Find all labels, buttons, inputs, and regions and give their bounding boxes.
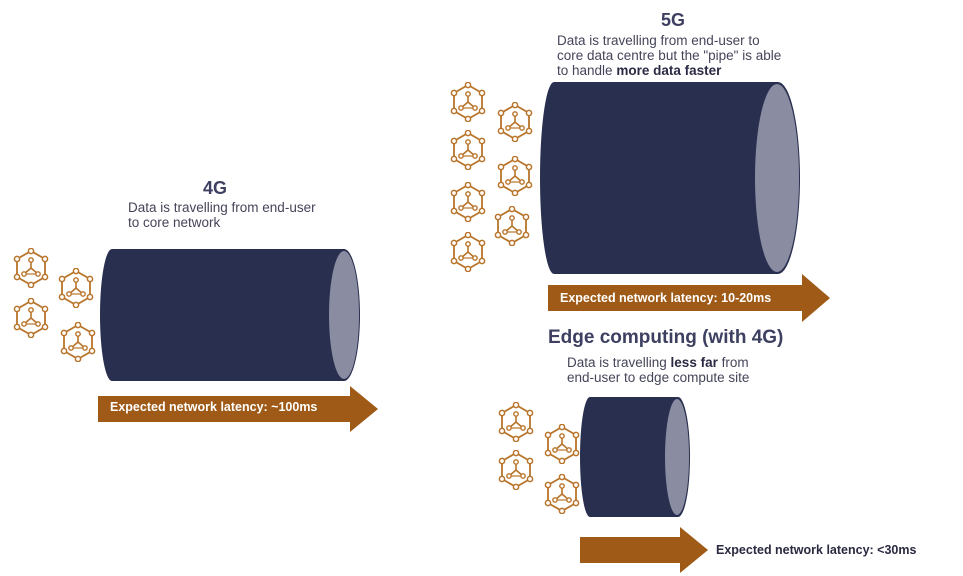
desc-edge-line1: Data is travelling less far from (567, 355, 749, 370)
user-device-icon (497, 101, 533, 143)
user-device-icon (450, 129, 486, 171)
desc-5g-line1: Data is travelling from end-user to (557, 33, 760, 48)
latency-arrow-edge (580, 527, 708, 573)
desc-5g-line2: core data centre but the "pipe" is able (557, 48, 782, 63)
user-device-icon (13, 247, 49, 289)
desc-edge: Data is travelling less far from end-use… (567, 355, 749, 385)
user-device-icon (544, 473, 580, 515)
desc-5g: Data is travelling from end-user to core… (557, 33, 781, 78)
latency-arrow-5g (548, 274, 830, 322)
desc-4g: Data is travelling from end-user to core… (128, 200, 316, 230)
desc-5g-line3: to handle more data faster (557, 63, 722, 78)
pipe-5g (540, 82, 800, 274)
user-device-icon (494, 205, 530, 247)
latency-label-5g: Expected network latency: 10-20ms (560, 291, 772, 305)
pipe-edge (580, 397, 690, 517)
user-device-icon (544, 423, 580, 465)
user-device-icon (450, 231, 486, 273)
latency-arrow-4g (98, 386, 378, 432)
user-device-icon (450, 81, 486, 123)
user-device-icon (497, 155, 533, 197)
desc-4g-line1: Data is travelling from end-user (128, 200, 316, 215)
user-device-icon (498, 401, 534, 443)
desc-edge-line2: end-user to edge compute site (567, 370, 750, 385)
user-device-icon (13, 297, 49, 339)
user-device-icon (60, 321, 96, 363)
desc-4g-line2: to core network (128, 215, 221, 230)
user-device-icon (58, 267, 94, 309)
latency-label-edge: Expected network latency: <30ms (716, 543, 917, 557)
title-4g: 4G (202, 178, 227, 198)
latency-label-4g: Expected network latency: ~100ms (110, 400, 318, 414)
user-device-icon (498, 449, 534, 491)
user-device-icon (450, 181, 486, 223)
pipe-4g (100, 249, 360, 381)
title-edge: Edge computing (with 4G) (548, 327, 784, 348)
title-5g: 5G (660, 10, 685, 30)
